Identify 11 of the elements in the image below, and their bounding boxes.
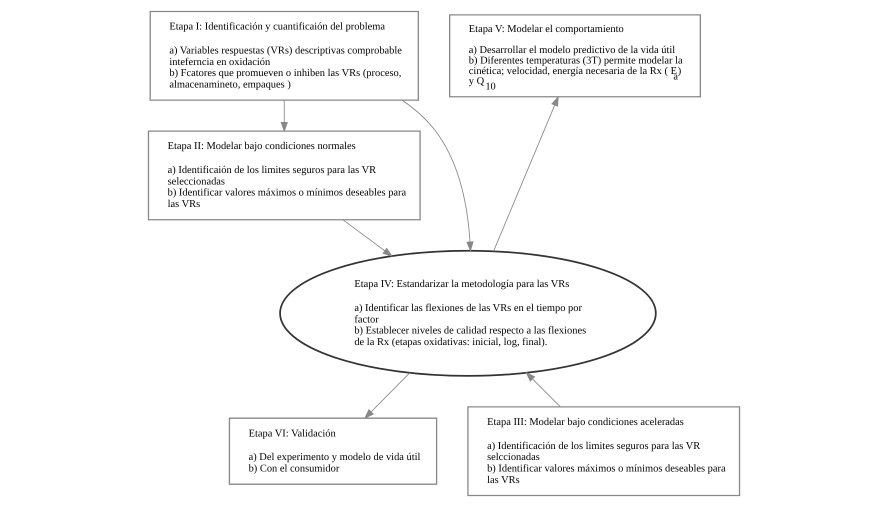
node-box: Etapa II: Modelar bajo condiciones normales a) Identificaión de los limites seguros para las VR seleccionadas b) Identificar valores máximos o mínimos deseables para las VRs (148, 130, 421, 220)
node-box: Etapa VI: Validación a) Del experimento y modelo de vida útil b) Con el consumidor (228, 418, 438, 485)
arrow (525, 372, 562, 408)
node-ellipse: Etapa IV: Estandarizar la metodología para las VRs a) Identificar las flexiones de las VRs en el tiempo por factor b) Establecer niveles de calidad respecto a las flexiones de la Rx (etapas oxidativas: inicial, log, final). (279, 250, 657, 377)
arrow (280, 100, 288, 132)
arrow (402, 100, 474, 252)
node-box: Etapa III: Modelar bajo condiciones aceleradas a) Identificación de los limites seguros para las VR selccionadas b) Identificar valores máximos o mínimos deseables para las VRs (467, 406, 740, 496)
arrow (364, 372, 410, 420)
node-box: Etapa I: Identificación y cuantificaión del problema a) Variables respuestas (VRs) descriptivas comprobable inteferncia en oxidación b) Fcatores que promueven o inhiben las VRs (proceso, almacenamineto, empaques ) (150, 10, 419, 101)
arrow (342, 219, 393, 257)
arrow (493, 96, 559, 252)
